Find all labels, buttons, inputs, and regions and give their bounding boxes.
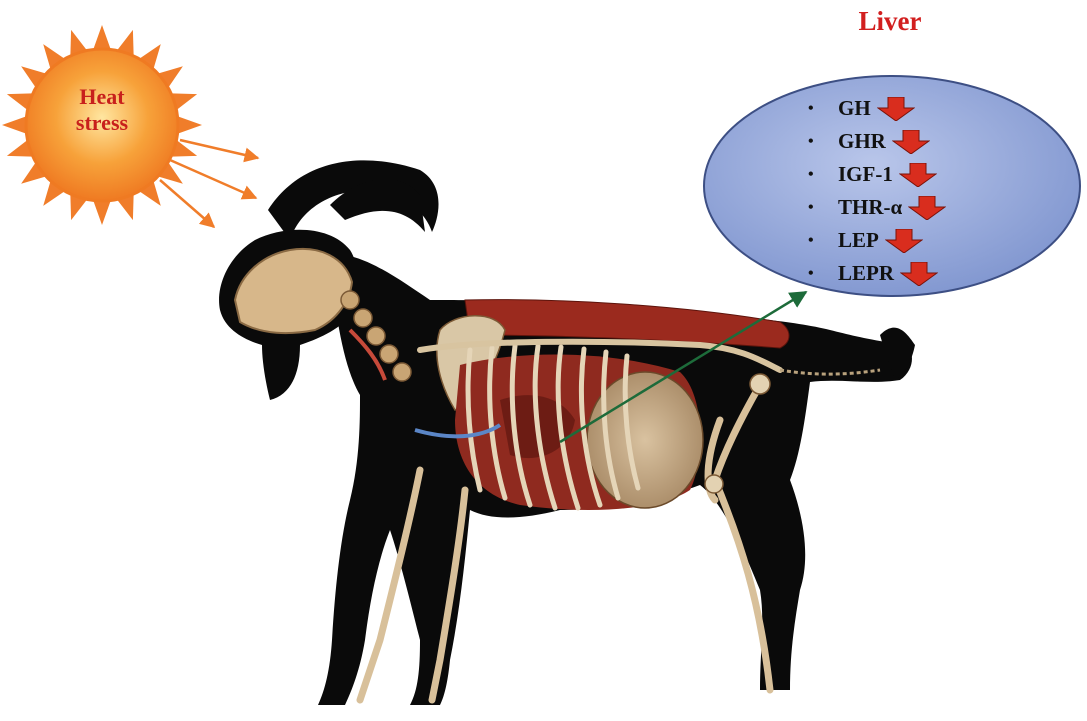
down-arrow-icon — [899, 163, 937, 187]
down-arrow-icon — [877, 97, 915, 121]
bullet-icon: • — [808, 166, 838, 184]
gene-item: • THR-α — [808, 191, 946, 224]
down-arrow-icon — [892, 130, 930, 154]
gene-item: • LEPR — [808, 257, 946, 290]
gene-name: THR-α — [838, 195, 902, 220]
gene-name: GH — [838, 96, 871, 121]
gene-name: GHR — [838, 129, 886, 154]
gene-item: • GH — [808, 92, 946, 125]
gene-item: • LEP — [808, 224, 946, 257]
down-arrow-icon — [900, 262, 938, 286]
gene-name: LEP — [838, 228, 879, 253]
stress-label-line1: Heat — [52, 84, 152, 110]
gene-list: • GH • GHR • IGF-1 • THR-α • LEP • LEPR — [808, 92, 946, 290]
bullet-icon: • — [808, 265, 838, 283]
down-arrow-icon — [908, 196, 946, 220]
bullet-icon: • — [808, 133, 838, 151]
bullet-icon: • — [808, 232, 838, 250]
bullet-icon: • — [808, 199, 838, 217]
stress-label: Heat stress — [52, 84, 152, 136]
stress-label-line2: stress — [52, 110, 152, 136]
gene-name: LEPR — [838, 261, 894, 286]
gene-item: • GHR — [808, 125, 946, 158]
down-arrow-icon — [885, 229, 923, 253]
bullet-icon: • — [808, 100, 838, 118]
organ-label: Liver — [840, 6, 940, 37]
gene-item: • IGF-1 — [808, 158, 946, 191]
gene-name: IGF-1 — [838, 162, 893, 187]
